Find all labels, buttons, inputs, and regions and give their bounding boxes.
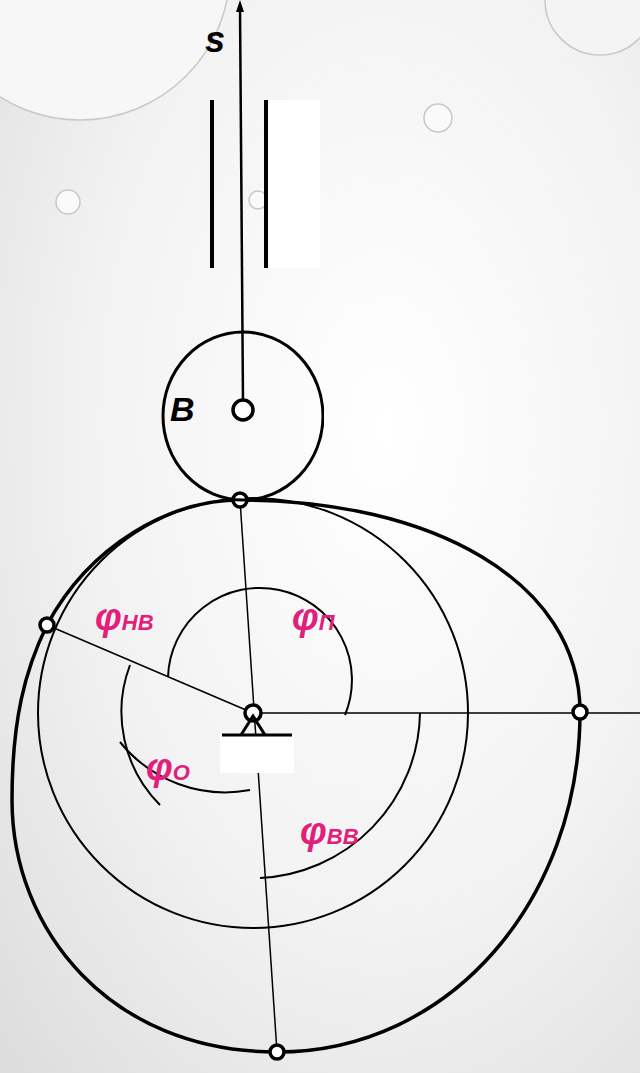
angle-label: φНВ — [95, 598, 154, 636]
joints — [40, 493, 587, 1059]
follower-rod — [240, 8, 243, 402]
angle-label: φО — [146, 748, 190, 786]
cam-profile — [12, 500, 580, 1052]
cam-support — [220, 716, 294, 773]
axis-label: s — [205, 22, 225, 58]
roller-circle: B — [160, 330, 324, 502]
angle-label: φП — [292, 598, 335, 636]
phase-lines — [47, 500, 640, 1052]
axis-arrow — [236, 0, 244, 12]
phase-arcs — [120, 588, 458, 918]
follower-guide — [212, 100, 320, 268]
angle-label: φВВ — [300, 812, 359, 850]
point-label: B — [170, 392, 195, 426]
